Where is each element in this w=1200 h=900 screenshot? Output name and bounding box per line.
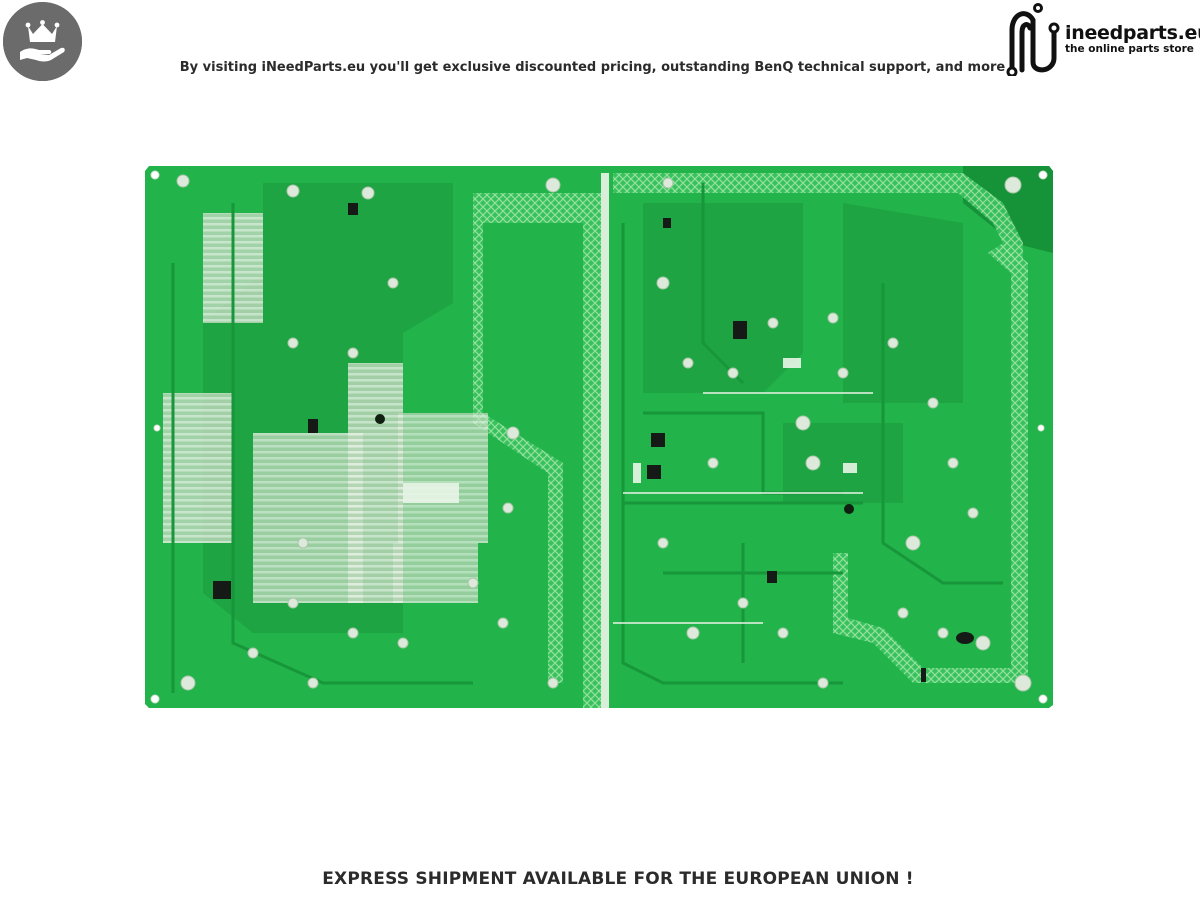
pcb-board-illustration	[145, 166, 1053, 708]
crown-hand-icon	[3, 2, 82, 81]
crown-hand-badge	[3, 2, 82, 81]
product-photo	[143, 163, 1055, 711]
brand-name: ineedparts.eu	[1065, 22, 1200, 44]
circuit-n-logo-icon	[1006, 3, 1060, 76]
shipping-notice: EXPRESS SHIPMENT AVAILABLE FOR THE EUROP…	[322, 869, 914, 889]
promo-tagline: By visiting iNeedParts.eu you'll get exc…	[179, 60, 1006, 75]
brand-slogan: the online parts store	[1065, 43, 1194, 55]
ineedparts-logo[interactable]: ineedparts.eu the online parts store	[1002, 2, 1200, 76]
